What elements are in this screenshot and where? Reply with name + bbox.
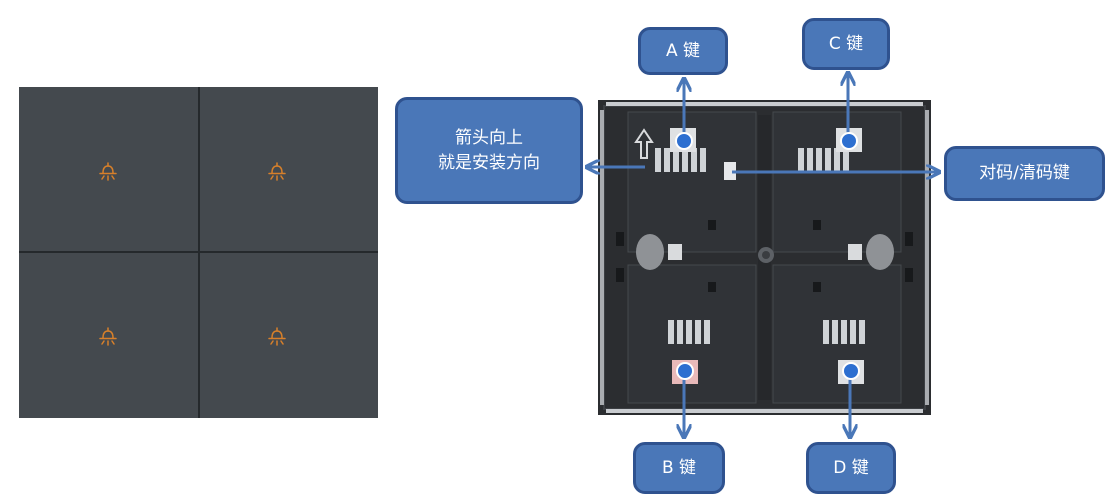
back-board-drawing bbox=[598, 100, 931, 415]
callout-key-a: A 键 bbox=[638, 27, 728, 75]
marker-key-d bbox=[842, 362, 860, 380]
callout-key-a-label: A 键 bbox=[665, 40, 701, 61]
panel-divider-horizontal bbox=[19, 251, 378, 253]
bell-light-icon bbox=[268, 327, 286, 346]
switch-back-board bbox=[598, 100, 931, 415]
front-key-top-left bbox=[19, 87, 198, 251]
marker-key-a bbox=[675, 132, 693, 150]
callout-pair-clear-key: 对码/清码键 bbox=[944, 146, 1105, 201]
front-key-bottom-left bbox=[19, 253, 198, 418]
bell-light-icon bbox=[99, 327, 117, 346]
callout-install-direction-line1: 箭头向上 bbox=[455, 127, 523, 148]
callout-key-b-label: B 键 bbox=[661, 457, 697, 478]
callout-install-direction-line2: 就是安装方向 bbox=[438, 152, 540, 173]
front-key-bottom-right bbox=[200, 253, 378, 418]
marker-key-c bbox=[840, 132, 858, 150]
callout-pair-clear-label: 对码/清码键 bbox=[979, 163, 1070, 184]
callout-key-c: C 键 bbox=[802, 18, 890, 70]
callout-key-b: B 键 bbox=[633, 442, 725, 494]
marker-key-b bbox=[676, 362, 694, 380]
front-key-top-right bbox=[200, 87, 378, 251]
bell-light-icon bbox=[268, 162, 286, 181]
callout-key-d-label: D 键 bbox=[833, 457, 869, 478]
bell-light-icon bbox=[99, 162, 117, 181]
callout-key-d: D 键 bbox=[806, 442, 896, 494]
switch-front-panel bbox=[19, 87, 378, 418]
callout-install-direction: 箭头向上 就是安装方向 bbox=[395, 97, 583, 204]
callout-key-c-label: C 键 bbox=[828, 33, 864, 54]
